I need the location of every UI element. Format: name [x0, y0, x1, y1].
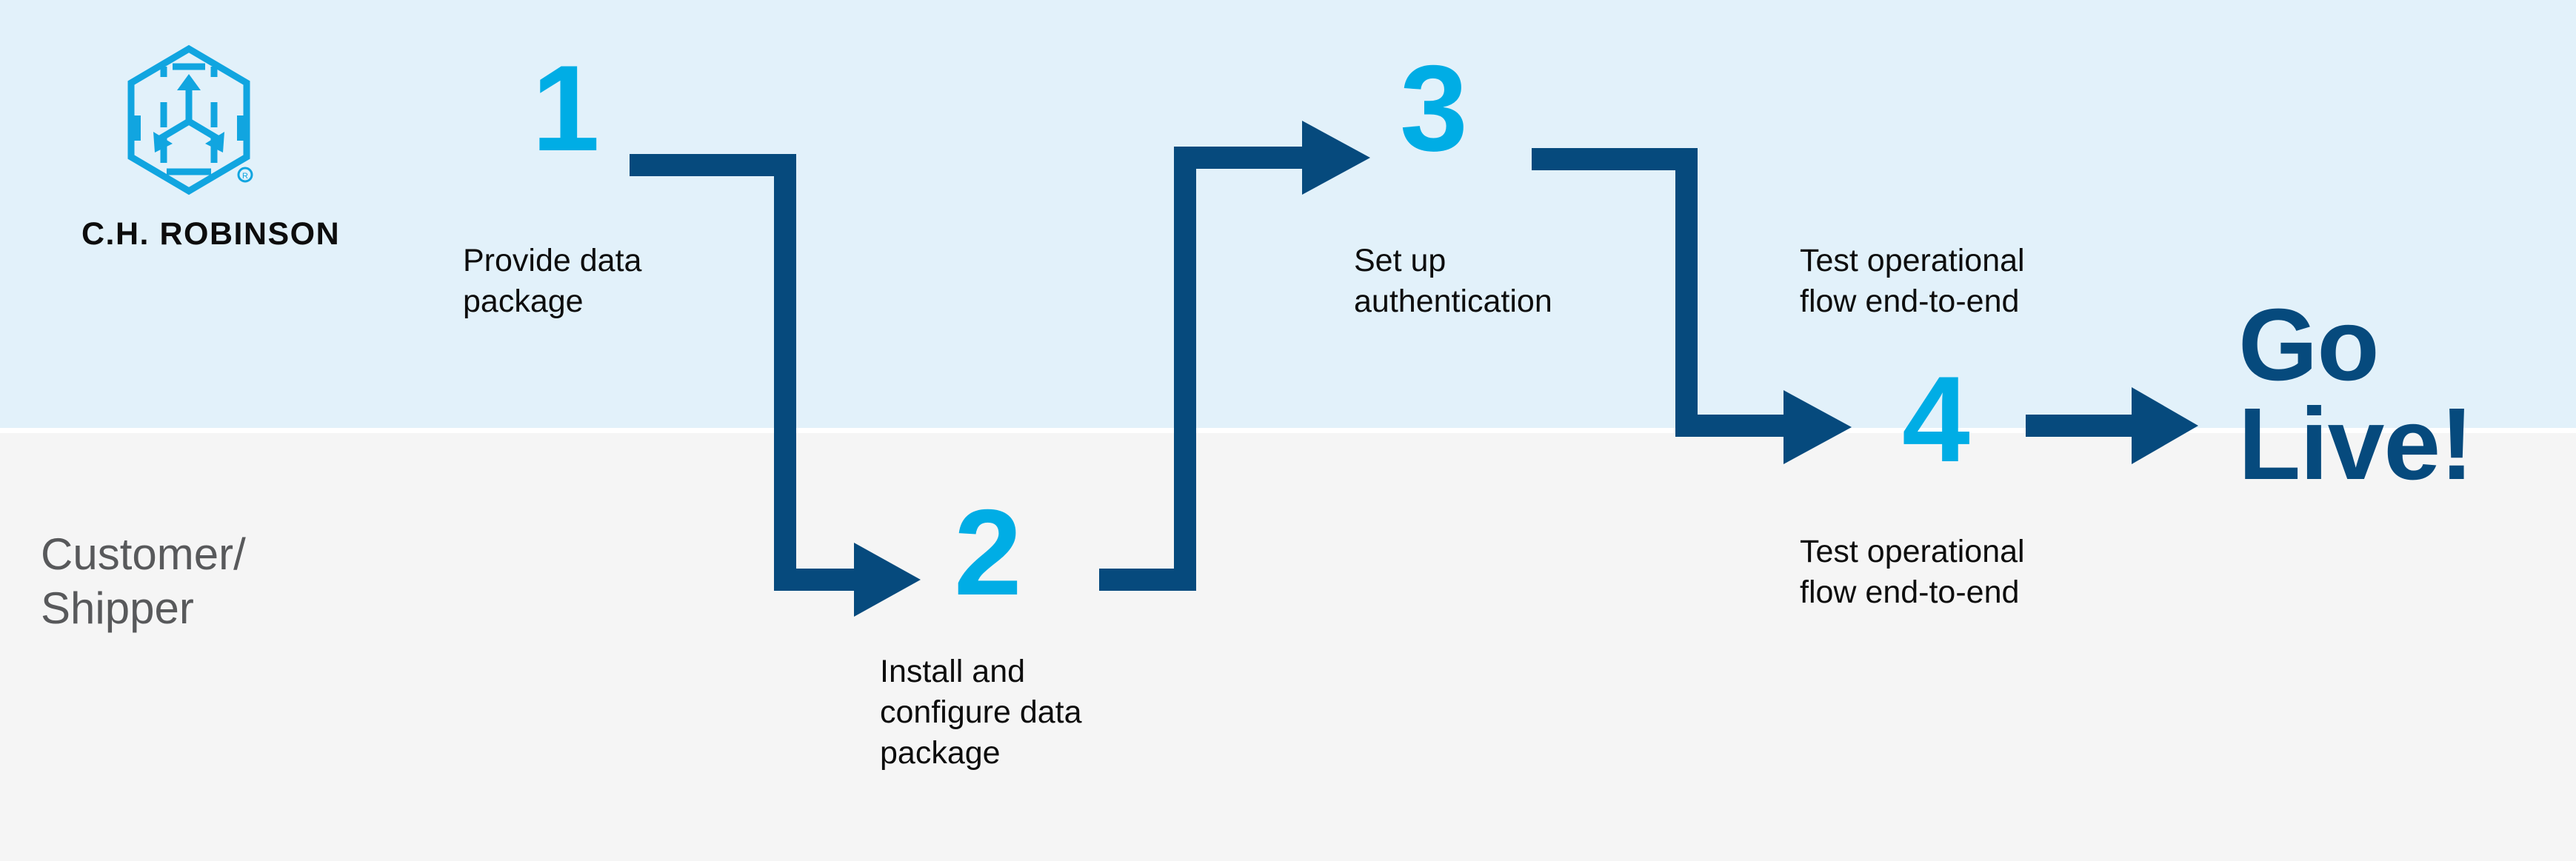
connector-step2-to-step3 — [1099, 121, 1370, 591]
step-2-caption-line3: package — [880, 735, 1001, 771]
step-4-upper-caption-line2: flow end-to-end — [1800, 284, 2020, 320]
step-1-caption-line1: Provide data — [463, 243, 642, 278]
bottom-lane-band — [0, 433, 2576, 861]
step-4-caption-line1: Test operational — [1800, 534, 2025, 569]
connector-step1-to-step2 — [630, 154, 921, 617]
step-2-caption: Install and configure data package — [880, 651, 1176, 774]
step-4-number: 4 — [1902, 351, 1970, 487]
step-1-number: 1 — [532, 40, 600, 176]
step-2-caption-line1: Install and — [880, 654, 1026, 689]
lane-label-customer-shipper: Customer/ Shipper — [41, 527, 352, 635]
step-2-number: 2 — [954, 484, 1022, 620]
lane-label-line2: Shipper — [41, 583, 194, 634]
go-live-line2: Live! — [2238, 386, 2474, 501]
top-lane-band — [0, 0, 2576, 428]
svg-text:R: R — [242, 172, 248, 181]
connector-step3-to-step4 — [1532, 148, 1852, 464]
go-live-line1: Go — [2238, 288, 2380, 402]
connector-step4-to-golive — [2026, 387, 2198, 464]
step-3-number: 3 — [1400, 40, 1468, 176]
step-4-caption-line2: flow end-to-end — [1800, 574, 2020, 611]
lane-label-line1: Customer/ — [41, 529, 246, 579]
ch-robinson-cube-logo-icon: R — [127, 44, 253, 195]
step-4-upper-caption: Test operational flow end-to-end — [1800, 241, 2111, 322]
step-3-caption: Set up authentication — [1354, 241, 1665, 322]
step-4-caption: Test operational flow end-to-end — [1800, 532, 2111, 613]
go-live-label: Go Live! — [2238, 288, 2564, 501]
step-2-caption-line2: configure data — [880, 694, 1082, 731]
brand-logo: R C.H. ROBINSON — [81, 44, 341, 252]
step-3-caption-line1: Set up — [1354, 243, 1447, 278]
step-1-caption: Provide data package — [463, 241, 759, 322]
step-1-caption-line2: package — [463, 284, 584, 320]
step-4-upper-caption-line1: Test operational — [1800, 243, 2025, 278]
step-3-caption-line2: authentication — [1354, 284, 1552, 320]
registered-mark-icon: R — [237, 167, 253, 183]
brand-wordmark: C.H. ROBINSON — [81, 216, 341, 252]
